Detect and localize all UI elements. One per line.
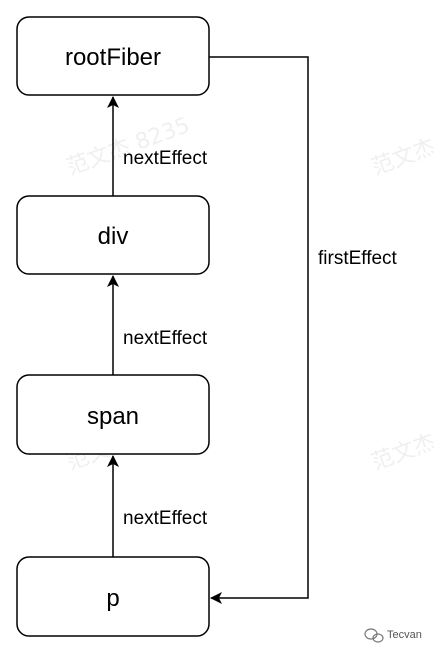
wechat-icon — [364, 628, 384, 643]
watermark-text: 范文杰 8235 — [64, 113, 194, 181]
node-div: div — [16, 195, 210, 275]
brand-watermark: Tecvan — [364, 628, 422, 643]
node-span: span — [16, 374, 210, 455]
node-root-fiber: rootFiber — [16, 16, 210, 96]
edge-label-root-to-p: firstEffect — [318, 248, 398, 269]
edge-label-p-to-span: nextEffect — [123, 508, 208, 529]
node-label-div: div — [98, 223, 129, 250]
node-label-span: span — [87, 403, 139, 430]
brand-name: Tecvan — [387, 629, 422, 641]
edge-label-div-to-root: nextEffect — [123, 148, 208, 169]
watermark-text: 范文杰 8235 — [369, 408, 434, 476]
node-label-p: p — [106, 585, 119, 612]
node-p: p — [16, 556, 210, 637]
watermark-text: 范文杰 8235 — [369, 113, 434, 181]
edge-label-span-to-div: nextEffect — [123, 328, 208, 349]
node-label-root-fiber: rootFiber — [65, 44, 161, 71]
edge-root-to-p — [209, 56, 309, 604]
